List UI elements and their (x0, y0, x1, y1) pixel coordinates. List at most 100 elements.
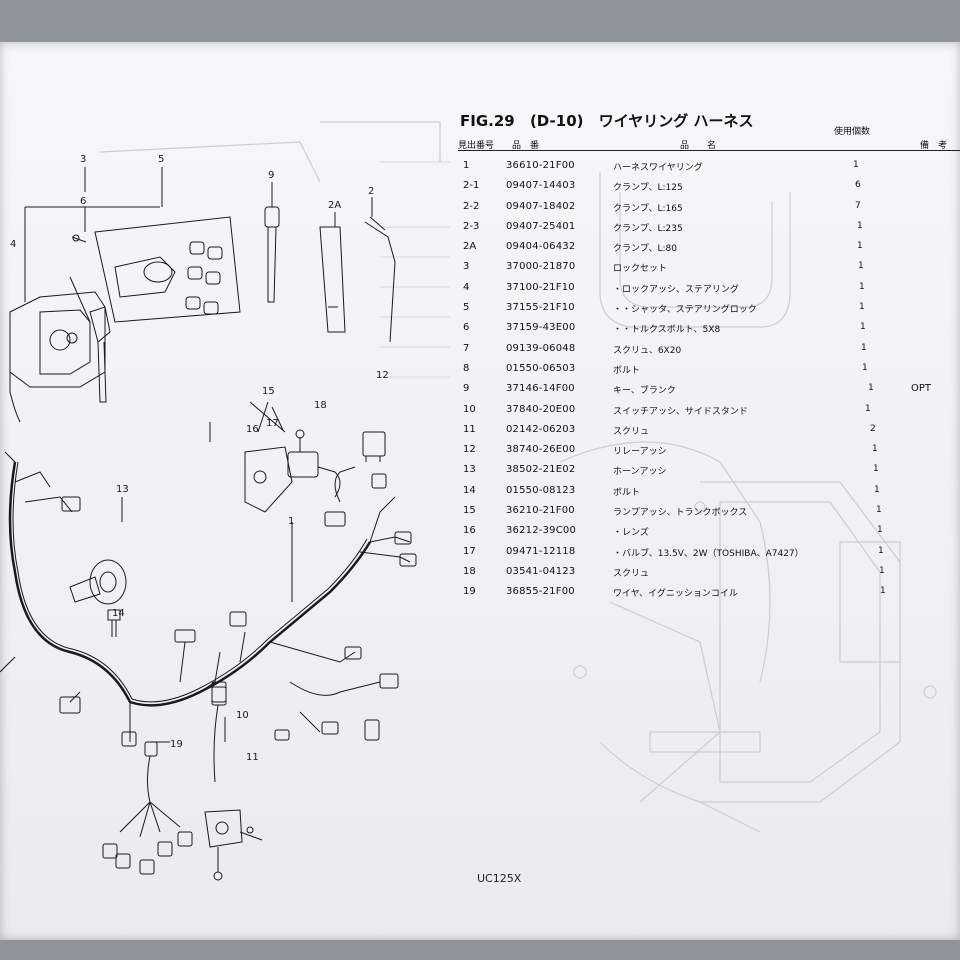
ref-no: 10 (463, 403, 476, 415)
catalog-page: 3 5 6 4 9 2A 2 15 17 18 16 12 13 14 1 10… (0, 42, 960, 940)
part-name: スクリュ (613, 568, 650, 579)
quantity: 1 (859, 281, 865, 292)
part-name: ワイヤ、イグニッションコイル (613, 589, 738, 600)
part-number: 37100-21F10 (506, 281, 575, 293)
ref-no: 3 (463, 261, 470, 273)
callout-5: 5 (158, 154, 164, 165)
callout-1: 1 (288, 516, 294, 527)
model-code: UC125X (477, 872, 522, 885)
quantity: 1 (868, 383, 874, 394)
callout-13: 13 (116, 484, 129, 495)
wiring-harness-diagram: 3 5 6 4 9 2A 2 15 17 18 16 12 13 14 1 10… (0, 154, 417, 881)
ref-no: 2-2 (463, 200, 480, 212)
part-name: ランプアッシ、トランクボックス (613, 508, 748, 519)
part-name: ・ロックアッシ、ステアリング (613, 284, 739, 295)
header-remarks: 備 考 (920, 141, 948, 151)
callout-14: 14 (112, 608, 125, 619)
part-name: スイッチアッシ、サイドスタンド (613, 406, 748, 417)
part-name: スクリュ、6X20 (613, 345, 682, 356)
part-number: 09407-25401 (506, 220, 576, 232)
part-name: クランプ、L:80 (613, 244, 677, 255)
figure-code: (D-10) (529, 112, 584, 130)
part-name: ボルト (613, 365, 641, 376)
quantity: 1 (857, 241, 863, 252)
part-name: ロックセット (613, 264, 668, 275)
part-number: 09471-12118 (506, 545, 576, 557)
callout-3: 3 (80, 154, 86, 165)
part-name: クランプ、L:165 (613, 203, 683, 214)
quantity: 1 (853, 160, 859, 170)
callout-4: 4 (10, 239, 16, 250)
figure-title: FIG.29 (D-10) ワイヤリング ハーネス (460, 110, 950, 131)
figure-number: FIG.29 (460, 112, 515, 130)
callout-6: 6 (80, 196, 86, 207)
ref-no: 5 (463, 302, 470, 314)
part-number: 02142-06203 (506, 423, 576, 435)
part-name: ボルト (613, 487, 641, 498)
quantity: 1 (877, 525, 883, 536)
quantity: 1 (872, 444, 878, 455)
callout-12: 12 (376, 370, 389, 381)
quantity: 1 (878, 545, 884, 556)
part-number: 37146-14F00 (506, 383, 575, 395)
part-name: スクリュ (613, 426, 650, 437)
header-rule (458, 150, 960, 151)
callout-11: 11 (246, 752, 259, 763)
table-row: 17 09471-12118 ・バルブ、13.5V、2W（TOSHIBA、A7427… (463, 546, 960, 566)
quantity: 1 (860, 322, 866, 333)
part-name: リレーアッシ (613, 447, 667, 458)
quantity: 1 (880, 586, 886, 597)
quantity: 1 (862, 362, 868, 373)
ref-no: 2-3 (463, 220, 480, 232)
part-name: ・バルブ、13.5V、2W（TOSHIBA、A7427） (613, 548, 804, 559)
part-number: 36212-39C00 (506, 525, 577, 537)
part-number: 37159-43E00 (506, 322, 576, 334)
part-number: 01550-06503 (506, 362, 576, 374)
part-number: 38740-26E00 (506, 444, 576, 456)
ref-no: 11 (463, 423, 476, 435)
ref-no: 18 (463, 565, 476, 577)
ref-no: 14 (463, 484, 476, 496)
callout-2: 2 (368, 186, 374, 197)
ref-no: 8 (463, 362, 470, 374)
ref-no: 16 (463, 525, 476, 537)
ref-no: 9 (463, 383, 470, 395)
part-number: 09407-18402 (506, 200, 576, 212)
part-name: ・・トルクスボルト、5X8 (613, 325, 721, 336)
part-name: クランプ、L:235 (613, 223, 683, 234)
callout-18: 18 (314, 400, 327, 411)
part-number: 03541-04123 (506, 565, 576, 577)
figure-name: ワイヤリング ハーネス (598, 112, 754, 130)
ref-no: 17 (463, 545, 476, 557)
remarks: OPT (911, 383, 932, 395)
quantity: 1 (857, 220, 863, 231)
ref-no: 1 (463, 160, 470, 171)
table-row: 8 01550-06503 ボルト 1 (463, 363, 960, 383)
ref-no: 19 (463, 586, 476, 598)
part-number: 36210-21F00 (506, 505, 575, 517)
part-name: ・・シャッタ、ステアリングロック (613, 305, 757, 316)
part-name: ハーネスワイヤリング (613, 163, 703, 173)
quantity: 6 (855, 180, 861, 191)
part-number: 09404-06432 (506, 241, 576, 253)
ref-no: 15 (463, 505, 476, 517)
table-row: 12 38740-26E00 リレーアッシ 1 (463, 444, 960, 464)
part-number: 09407-14403 (506, 180, 576, 192)
callout-16: 16 (246, 424, 259, 435)
ref-no: 12 (463, 444, 476, 456)
ref-no: 13 (463, 464, 476, 476)
table-row: 2-3 09407-25401 クランプ、L:235 1 (463, 221, 960, 241)
part-name: ホーンアッシ (613, 467, 667, 478)
part-number: 01550-08123 (506, 484, 576, 496)
